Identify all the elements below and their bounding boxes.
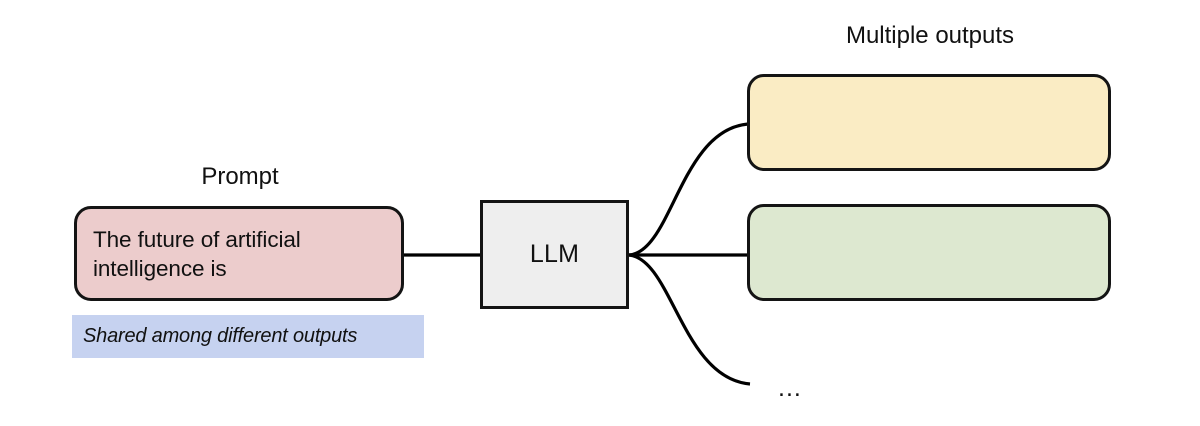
prompt-caption: Prompt bbox=[201, 163, 279, 190]
llm-node-label: LLM bbox=[529, 240, 580, 268]
output-more-ellipsis: ... bbox=[778, 374, 802, 402]
edge-llm-to-output-1 bbox=[628, 122, 749, 257]
prompt-node[interactable]: The future of artificial intelligence is bbox=[74, 206, 404, 301]
shared-among-note: Shared among different outputs bbox=[72, 315, 424, 358]
output-node-1[interactable] bbox=[747, 74, 1111, 171]
shared-among-note-label: Shared among different outputs bbox=[83, 325, 358, 347]
outputs-caption: Multiple outputs bbox=[845, 22, 1015, 49]
llm-node[interactable]: LLM bbox=[480, 200, 629, 309]
prompt-node-label: The future of artificial intelligence is bbox=[93, 226, 301, 281]
edge-llm-to-output-more bbox=[628, 253, 751, 386]
output-node-2[interactable] bbox=[747, 204, 1111, 301]
